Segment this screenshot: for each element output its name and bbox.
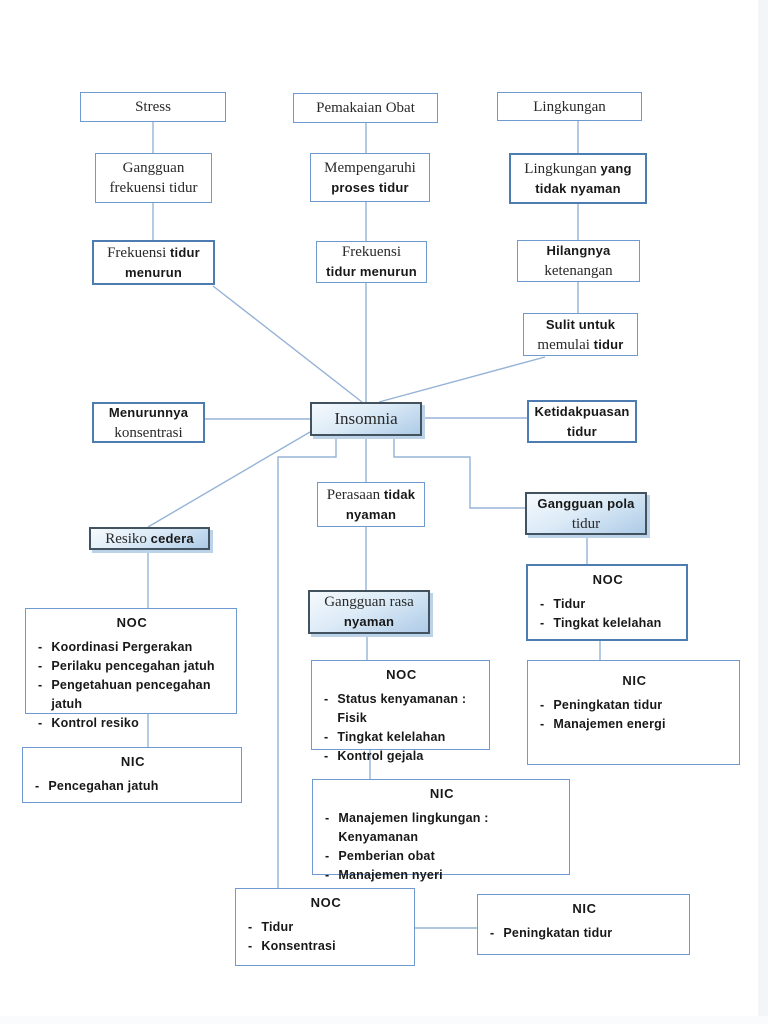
box-noc-mid: NOC -Status kenyamanan : Fisik-Tingkat k… <box>311 660 490 763</box>
nic-right-title: NIC <box>622 673 647 688</box>
connector-sulit-insomnia <box>378 356 546 403</box>
noc-right-title: NOC <box>592 572 624 587</box>
box-noc-right: NOC -Tidur-Tingkat kelelahan <box>526 564 688 641</box>
noc-mid-title: NOC <box>386 667 417 682</box>
nic-right-items: -Peningkatan tidur-Manajemen energi <box>540 698 666 731</box>
connector-insomnia-noc-bottom <box>277 436 337 888</box>
node-stress: Stress <box>80 92 226 122</box>
nic-mid-items: -Manajemen lingkungan : Kenyamanan-Pembe… <box>325 811 489 882</box>
connector-insomnia-pola-tidur <box>393 436 525 509</box>
noc-bottom-title: NOC <box>310 895 342 910</box>
noc-bottom-items: -Tidur-Konsentrasi <box>248 920 336 953</box>
node-lingkungan: Lingkungan <box>497 92 642 121</box>
nic-mid-title: NIC <box>429 786 455 801</box>
noc-left-title: NOC <box>116 615 148 630</box>
box-nic-right: NIC -Peningkatan tidur-Manajemen energi <box>527 660 740 765</box>
page-edge-bottom <box>0 1016 768 1024</box>
nic-left-items: -Pencegahan jatuh <box>35 779 159 793</box>
connector-frekuensi-kiri-insomnia <box>212 285 363 403</box>
noc-right-items: -Tidur-Tingkat kelelahan <box>540 597 662 630</box>
nic-left-title: NIC <box>120 754 146 769</box>
box-noc-bottom: NOC -Tidur-Konsentrasi <box>235 888 415 966</box>
box-noc-left: NOC -Koordinasi Pergerakan-Perilaku penc… <box>25 608 237 730</box>
nic-bottom-items: -Peningkatan tidur <box>490 926 613 940</box>
noc-left-items: -Koordinasi Pergerakan-Perilaku pencegah… <box>38 640 215 730</box>
node-pemakaian-obat: Pemakaian Obat <box>293 93 438 123</box>
nic-bottom-title: NIC <box>572 901 597 916</box>
box-nic-left: NIC -Pencegahan jatuh <box>22 747 242 803</box>
box-nic-bottom: NIC -Peningkatan tidur <box>477 894 690 955</box>
box-nic-mid: NIC -Manajemen lingkungan : Kenyamanan-P… <box>312 779 570 882</box>
connector-insomnia-resiko <box>147 431 311 528</box>
node-resiko-cedera: Resiko cedera <box>89 527 210 550</box>
page-edge-right <box>758 0 768 1024</box>
node-insomnia: Insomnia <box>310 402 422 436</box>
noc-mid-items: -Status kenyamanan : Fisik-Tingkat kelel… <box>324 692 467 763</box>
